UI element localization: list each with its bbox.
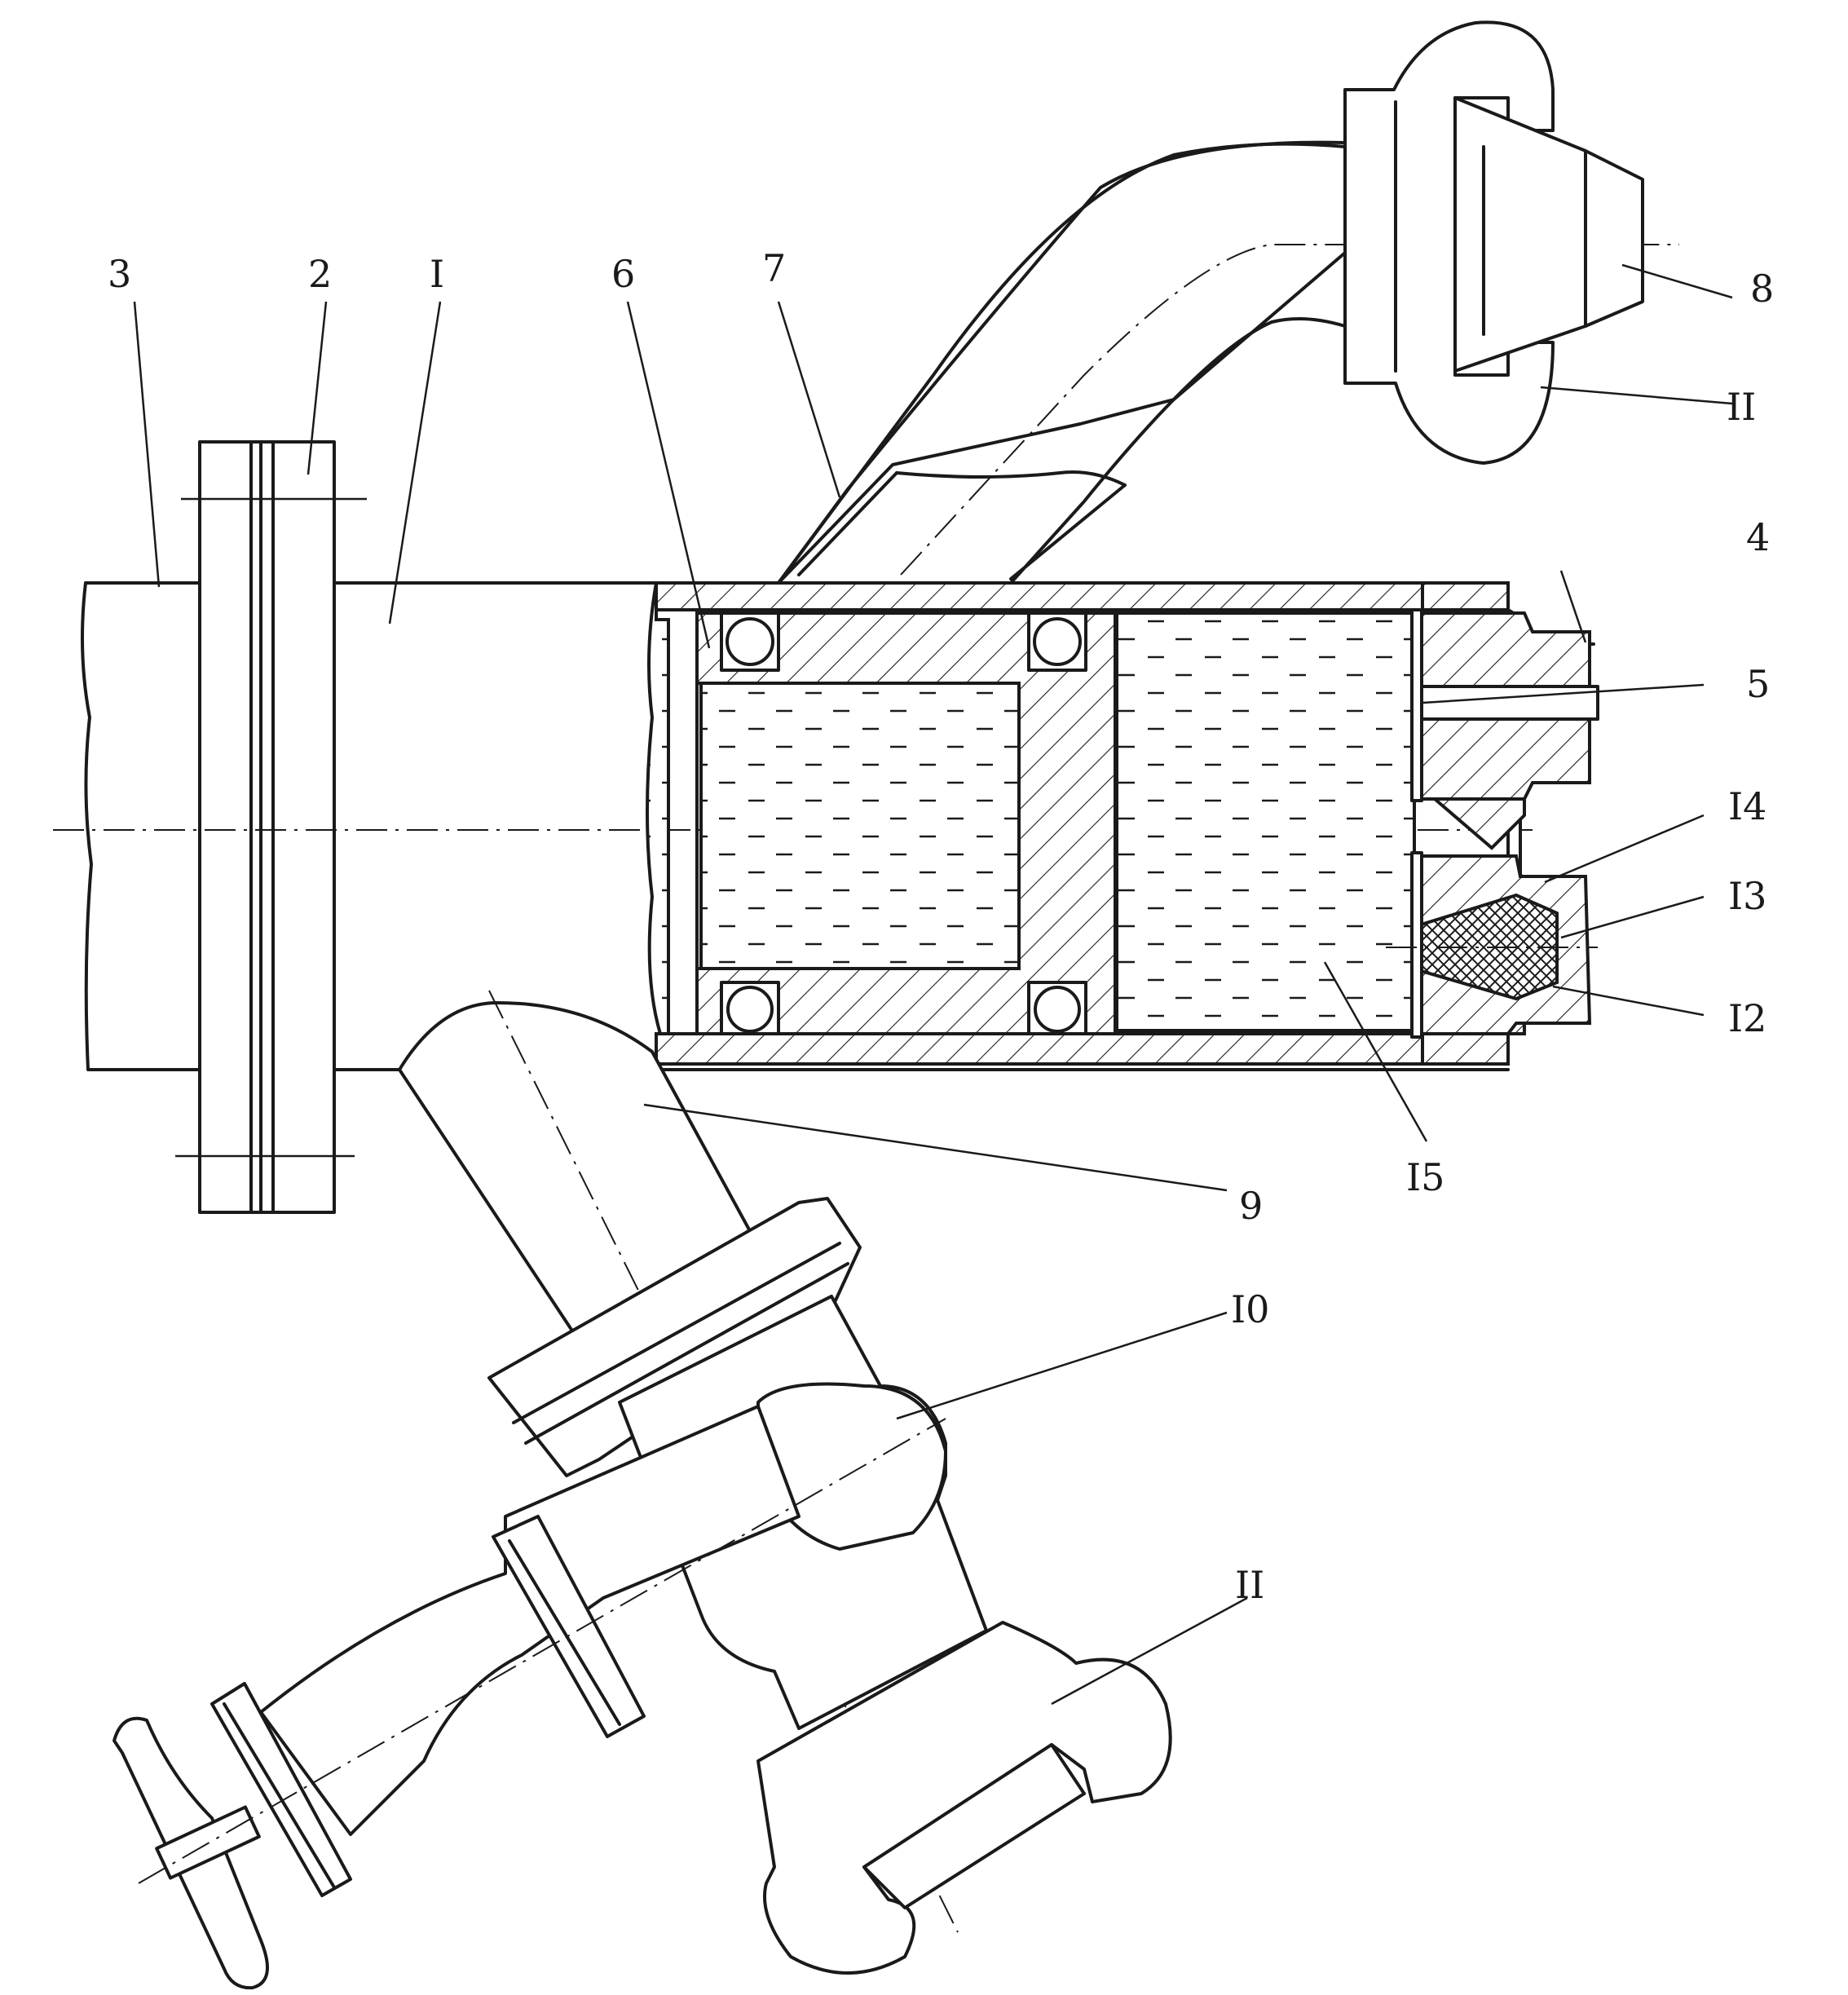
nozzle-4 [1410,608,1599,802]
upper-branch-pipe [777,20,1679,585]
part-labels: 3 2 I 6 7 8 II 4 5 I4 I3 I2 I5 9 I0 II [108,246,1774,1607]
label-7: 7 [762,246,786,290]
label-10: I0 [1231,1287,1269,1331]
label-5: 5 [1746,662,1770,706]
label-11-top: II [1727,385,1756,429]
label-12: I2 [1728,996,1766,1040]
valve-12-14 [1386,851,1598,1039]
label-14: I4 [1728,784,1766,828]
label-11-bottom: II [1235,1563,1264,1607]
label-8: 8 [1750,267,1774,311]
label-15: I5 [1406,1155,1444,1199]
lower-branch-pipe [112,990,1172,1990]
label-6: 6 [611,252,635,296]
flange-2 [175,440,367,1214]
label-3: 3 [108,252,131,296]
leader-lines [133,263,1733,1706]
seal-ring [726,986,774,1033]
piston [695,611,1416,1035]
label-13: I3 [1728,874,1766,918]
seal-ring [1034,986,1081,1033]
seal-ring [726,617,774,666]
seal-rings [720,611,1087,1035]
label-4: 4 [1746,515,1770,559]
label-2: 2 [308,252,332,296]
label-9: 9 [1239,1184,1263,1228]
label-1: I [430,252,444,296]
seal-ring [1033,617,1082,666]
